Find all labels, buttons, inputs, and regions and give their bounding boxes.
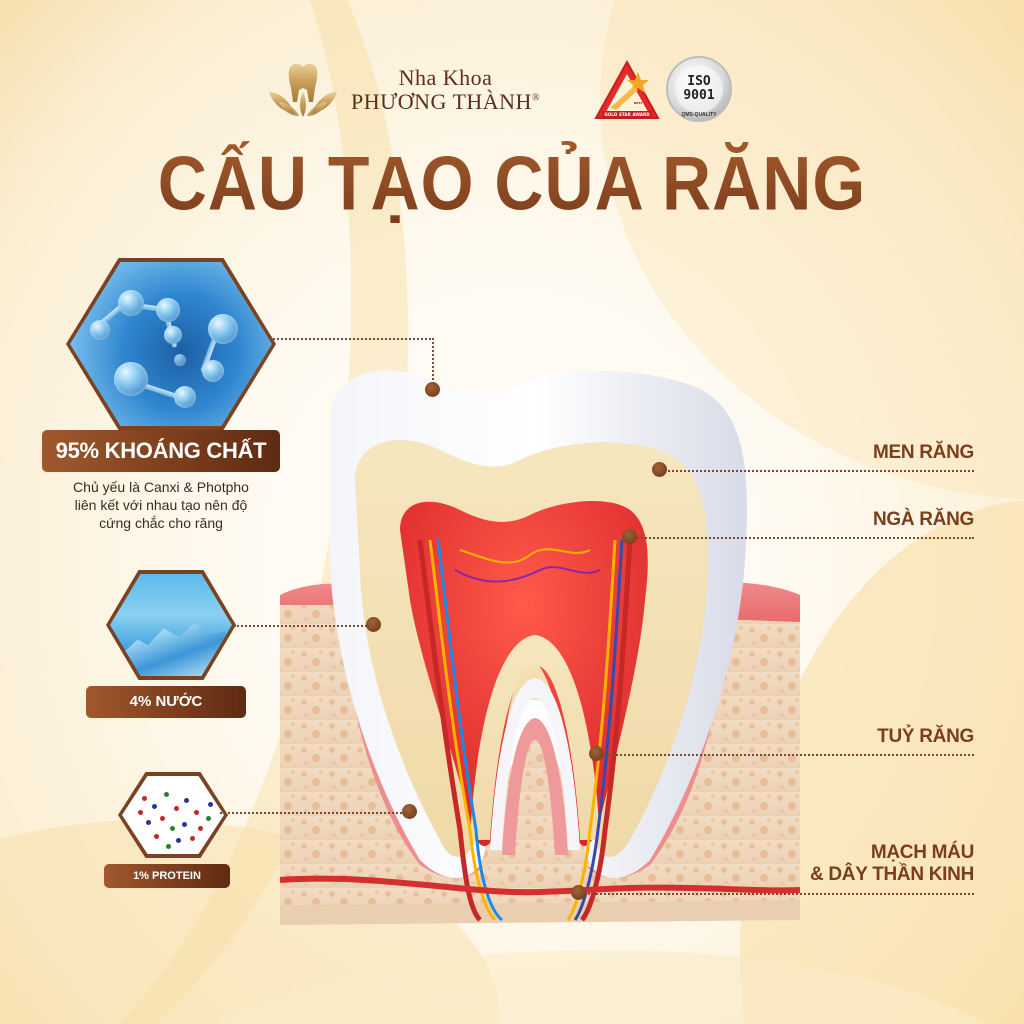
marker-water: [366, 617, 381, 632]
water-image: [106, 570, 236, 680]
marker-enamel: [652, 462, 667, 477]
svg-text:BEST: BEST: [634, 101, 643, 105]
mineral-label: 95% KHOÁNG CHẤT: [42, 430, 280, 472]
marker-vessels: [571, 885, 586, 900]
connector-mineral: [270, 338, 434, 340]
svg-text:GOLD STAR AWARD: GOLD STAR AWARD: [604, 112, 650, 117]
tooth-cross-section-illustration: [279, 370, 801, 925]
label-vessels-nerves: MẠCH MÁU & DÂY THẦN KINH: [809, 842, 974, 885]
iso-9001-badge: ISO 9001 QMS-QUALITY: [666, 56, 732, 122]
page-title: CẤU TẠO CỦA RĂNG: [0, 140, 1024, 227]
water-splash-icon: [110, 574, 232, 676]
brand-name-line2: PHƯƠNG THÀNH®: [351, 89, 541, 114]
connector-enamel: [660, 470, 974, 472]
gold-star-award-icon: GOLD STAR AWARD BEST: [594, 60, 660, 119]
marker-pulp: [589, 746, 604, 761]
connector-water: [234, 625, 374, 627]
brand-name-line1: Nha Khoa: [398, 65, 493, 90]
protein-structure-icon: [122, 776, 224, 854]
protein-label: 1% PROTEIN: [104, 864, 230, 888]
connector-dentin: [630, 537, 974, 539]
mineral-image: [66, 258, 276, 430]
iso-ring-text: QMS-QUALITY: [681, 112, 717, 118]
label-enamel: MEN RĂNG: [872, 442, 974, 463]
label-dentin: NGÀ RĂNG: [872, 509, 974, 530]
connector-mineral-vertical: [432, 338, 434, 384]
brand-logo: Nha Khoa PHƯƠNG THÀNH®: [265, 62, 540, 118]
mineral-description: Chủ yếu là Canxi & Photpho liên kết với …: [73, 479, 249, 531]
iso-label: ISO: [687, 74, 711, 90]
lotus-tooth-icon: [269, 63, 337, 117]
water-label: 4% NƯỚC: [86, 686, 246, 718]
protein-image: [118, 772, 228, 858]
label-pulp: TUỶ RĂNG: [877, 726, 974, 747]
molecule-icon: [70, 262, 272, 426]
marker-dentin: [622, 529, 637, 544]
marker-mineral: [425, 382, 440, 397]
connector-pulp: [597, 754, 974, 756]
connector-vessels: [583, 893, 974, 895]
marker-protein: [402, 804, 417, 819]
connector-protein: [220, 812, 410, 814]
iso-number: 9001: [683, 88, 715, 103]
